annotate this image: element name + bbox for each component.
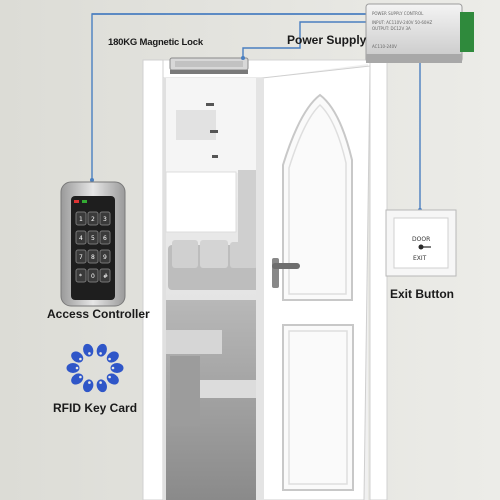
keypad-key [75,230,87,245]
keypad-key-label: 4 [79,235,83,242]
keypad-key-label: 8 [91,254,95,261]
magnetic-lock-label: 180KG Magnetic Lock [108,37,203,48]
keypad-key-label: 6 [103,235,107,242]
keypad-key [75,249,87,264]
keypad-key [87,230,99,245]
fob-hole [75,366,79,370]
psu-side: AC110-240V [372,44,397,49]
fob-hole [108,357,111,361]
keypad-key-label: * [79,273,82,280]
keypad-key-label: 2 [91,216,95,223]
rfid-key-card-label: RFID Key Card [53,401,138,415]
access-controller-label: Access Controller [47,307,150,321]
rfid-key-fob [96,379,107,393]
keypad-key-label: 5 [91,235,95,242]
exit-button-label: Exit Button [390,287,454,301]
psu-header: POWER SUPPLY CONTROL [372,11,424,16]
psu-line1: INPUT: AC110V-240V 50-60HZ [372,20,432,25]
keypad-key-label: # [103,273,108,280]
fob-hole [111,366,115,370]
access-controller-device: 1 2 3 4 5 6 7 8 9 * 0 # [60,181,126,307]
keypad-key-label: 7 [79,254,83,261]
rfid-key-cards [66,343,124,393]
keypad-key [75,268,87,283]
keypad-key [99,211,111,226]
wiring [91,13,421,210]
wire-lock-to-power [242,21,370,58]
rfid-key-fob [83,379,94,393]
keypad-key [99,230,111,245]
keypad-key-label: 1 [79,216,83,223]
exit-exit-text: EXIT [413,255,427,262]
keypad-key [87,268,99,283]
rfid-key-fob [83,343,94,357]
fob-hole [79,375,82,379]
rfid-key-fob [96,343,107,357]
fob-hole [99,381,102,384]
keypad-key-label: 9 [103,254,107,261]
terminal-block [460,12,474,52]
exit-door-text: DOOR [412,236,430,243]
magnetic-lock [169,57,249,74]
rfid-key-fob [66,363,80,373]
fob-hole [88,381,91,384]
keypad-key [87,211,99,226]
power-supply-unit: POWER SUPPLY CONTROL INPUT: AC110V-240V … [365,3,474,63]
keypad-key-label: 0 [91,273,95,280]
fob-hole [108,375,111,379]
power-supply-label: Power Supply [287,33,367,47]
keypad: 1 2 3 4 5 6 7 8 9 * 0 # [75,211,111,283]
key-icon [418,244,424,250]
fob-hole [79,357,82,361]
keypad-key [99,268,111,283]
keypad-key [99,249,111,264]
rfid-key-fob [110,363,124,373]
psu-line2: OUTPUT: DC12V 3A [372,26,411,31]
room-interior [165,78,262,500]
exit-button-device: DOOR EXIT [385,209,457,277]
keypad-key [75,211,87,226]
door-panel [256,64,371,500]
fob-hole [88,352,91,355]
keypad-key-label: 3 [103,216,107,223]
fob-hole [99,352,102,355]
keypad-key [87,249,99,264]
